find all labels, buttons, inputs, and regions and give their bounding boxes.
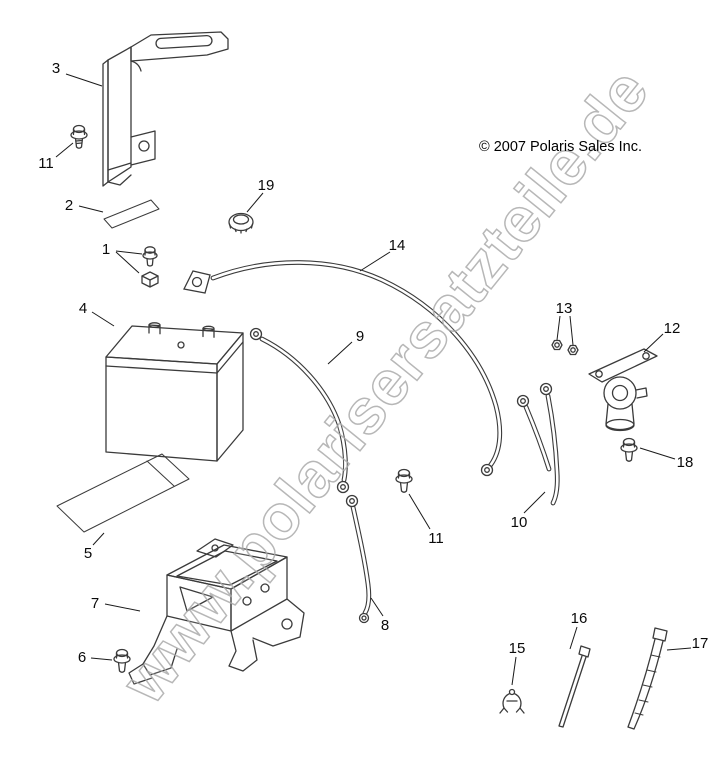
part-3-hold-down-bracket [102, 31, 229, 187]
part-2-decal [103, 199, 160, 229]
callout-leader-line [639, 447, 676, 460]
part-9-battery-cable [249, 327, 350, 494]
part-17-cable-tie [627, 627, 668, 730]
part-4-battery [105, 322, 244, 462]
callout-leader-line [115, 250, 143, 255]
callout-number-18: 18 [677, 454, 694, 471]
callout-number-11: 11 [38, 155, 54, 172]
callout-number-15: 15 [509, 640, 526, 657]
callout-number-6: 6 [78, 649, 86, 666]
callout-number-8: 8 [381, 617, 389, 634]
callout-leader-line [327, 341, 353, 365]
callout-leader-line [65, 73, 103, 87]
callout-leader-line [78, 205, 104, 213]
callout-leader-line [643, 333, 664, 353]
callout-leader-line [370, 597, 384, 617]
callout-leader-line [91, 311, 115, 327]
callout-number-3: 3 [52, 60, 60, 77]
part-8-ground-cable [345, 494, 372, 624]
callout-number-14: 14 [389, 237, 406, 254]
callout-leader-line [408, 493, 431, 530]
part-15-clip [499, 688, 525, 714]
part-1-bolt-and-nut [141, 246, 159, 288]
callout-number-10: 10 [511, 514, 528, 531]
callout-leader-line [92, 532, 105, 546]
part-12-solenoid [588, 348, 658, 432]
callout-leader-line [104, 603, 141, 612]
part-19-cap [228, 212, 254, 234]
callout-layer: 3 11 2 1 19 4 14 9 13 12 18 10 11 8 5 7 6 15 16 17 [38, 60, 709, 686]
callout-leader-line [511, 656, 517, 686]
part-6-flange-bolt [113, 648, 131, 673]
part-18-flange-bolt [620, 437, 638, 462]
callout-number-12: 12 [664, 320, 681, 337]
callout-leader-line [569, 626, 578, 650]
part-7-battery-tray [128, 538, 305, 685]
callout-leader-line [90, 657, 113, 661]
callout-number-11: 11 [428, 530, 444, 547]
callout-number-1: 1 [102, 241, 110, 258]
callout-number-2: 2 [65, 197, 73, 214]
callout-leader-line [569, 315, 574, 346]
part-5-decal [56, 453, 190, 533]
callout-number-4: 4 [79, 300, 87, 317]
callout-number-17: 17 [692, 635, 709, 652]
part-16-cable-tie [558, 645, 591, 728]
callout-number-19: 19 [258, 177, 275, 194]
callout-leader-line [246, 192, 264, 213]
callout-number-7: 7 [91, 595, 99, 612]
part-11-flange-bolt-left [70, 124, 88, 149]
callout-number-13: 13 [556, 300, 573, 317]
callout-leader-line [523, 491, 546, 514]
callout-number-5: 5 [84, 545, 92, 562]
part-10-solenoid-cable [516, 382, 560, 506]
copyright-notice: © 2007 Polaris Sales Inc. [479, 139, 643, 155]
part-14-battery-cable [183, 260, 503, 477]
callout-leader-line [55, 142, 74, 158]
callout-leader-line [359, 251, 391, 272]
callout-leader-line [666, 647, 692, 651]
callout-number-9: 9 [356, 328, 364, 345]
part-13-nuts [551, 339, 579, 356]
callout-leader-line [556, 315, 561, 341]
callout-leader-line [115, 251, 140, 274]
part-11-flange-bolt-center [395, 468, 413, 493]
callout-number-16: 16 [571, 610, 588, 627]
